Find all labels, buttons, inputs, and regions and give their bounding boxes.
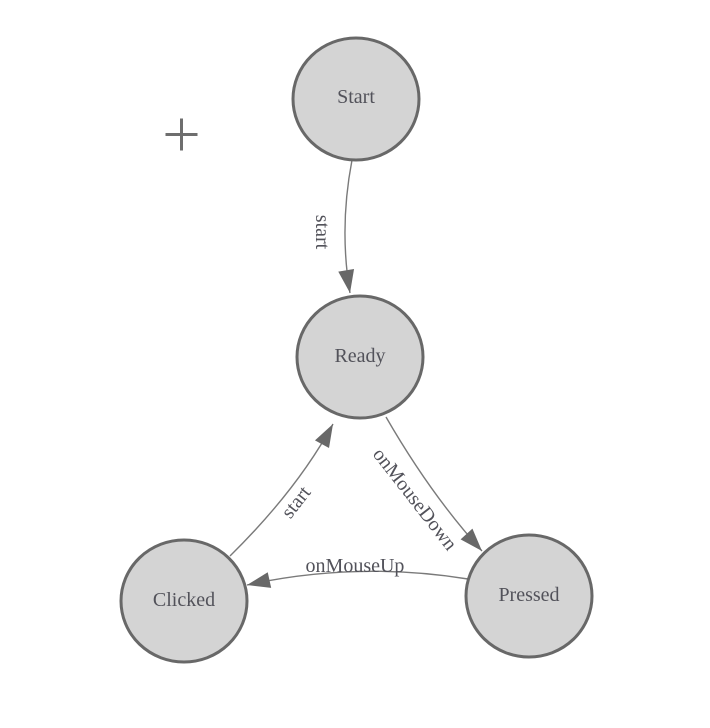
node-label: Pressed <box>498 584 559 606</box>
edge-start-to-ready[interactable]: start <box>311 159 355 294</box>
node-circle[interactable] <box>291 36 421 162</box>
edge-path[interactable] <box>246 570 469 588</box>
edge-label: onMouseDown <box>368 444 461 555</box>
edge-ready-to-pressed[interactable]: onMouseDown <box>368 416 483 555</box>
node-start[interactable]: Start <box>291 36 421 162</box>
node-ready[interactable]: Ready <box>295 294 425 420</box>
edge-label: start <box>277 482 316 523</box>
edge-pressed-to-clicked[interactable]: onMouseUp <box>246 555 469 588</box>
node-clicked[interactable]: Clicked <box>119 538 249 664</box>
node-pressed[interactable]: Pressed <box>464 533 594 659</box>
edge-path[interactable] <box>338 159 355 294</box>
node-circle[interactable] <box>464 533 594 659</box>
node-label: Start <box>337 86 375 108</box>
edge-path[interactable] <box>229 423 334 557</box>
edge-label: start <box>311 215 333 250</box>
crosshair-icon <box>165 118 198 151</box>
node-circle[interactable] <box>119 538 249 664</box>
node-circle[interactable] <box>295 294 425 420</box>
edge-path[interactable] <box>385 416 483 552</box>
node-label: Ready <box>334 345 385 367</box>
edge-clicked-to-ready[interactable]: start <box>229 423 334 557</box>
edge-label: onMouseUp <box>306 555 405 577</box>
node-label: Clicked <box>153 589 215 611</box>
